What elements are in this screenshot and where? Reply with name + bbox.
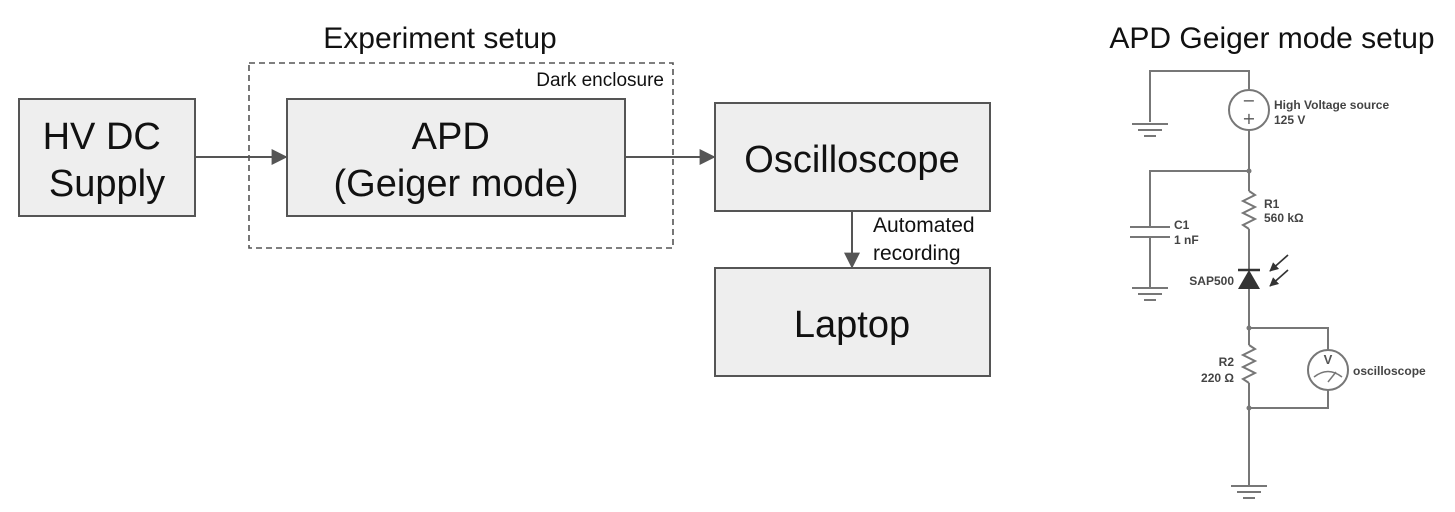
photon-arrows-icon bbox=[1269, 254, 1289, 287]
ground-symbol-cap bbox=[1132, 287, 1168, 301]
r1-value-label: 560 kΩ bbox=[1264, 211, 1304, 225]
apd-box bbox=[286, 98, 626, 217]
diode-name-label: SAP500 bbox=[1189, 274, 1234, 288]
resistor-r2 bbox=[1240, 344, 1258, 384]
r2-name-label: R2 bbox=[1219, 355, 1235, 369]
oscilloscope-meter: V bbox=[1307, 349, 1349, 391]
source-name-label: High Voltage source bbox=[1274, 98, 1389, 112]
capacitor-c1 bbox=[1130, 226, 1170, 238]
dark-enclosure-label: Dark enclosure bbox=[536, 70, 664, 91]
source-plus-sign: + bbox=[1242, 109, 1255, 128]
meter-wire bbox=[1249, 327, 1329, 409]
capacitor-branch-wire bbox=[1149, 170, 1249, 226]
apd-label: APD (Geiger mode) bbox=[334, 116, 579, 205]
circuit-diagram: APD Geiger mode setup − + High Voltage s… bbox=[1109, 22, 1435, 499]
source-ground-wire bbox=[1149, 70, 1250, 122]
meter-name-label: oscilloscope bbox=[1353, 364, 1426, 378]
ground-symbol-top bbox=[1132, 123, 1168, 137]
source-minus-sign: − bbox=[1242, 91, 1255, 110]
high-voltage-source: − + bbox=[1228, 89, 1270, 131]
apd-diode bbox=[1238, 268, 1260, 289]
meter-symbol: V bbox=[1324, 352, 1333, 367]
circuit-title: APD Geiger mode setup bbox=[1109, 22, 1434, 55]
dark-enclosure-border bbox=[248, 62, 674, 249]
r1-name-label: R1 bbox=[1264, 197, 1280, 211]
source-value-label: 125 V bbox=[1274, 113, 1305, 127]
automated-recording-label: Automated recording bbox=[873, 214, 980, 265]
oscilloscope-label: Oscilloscope bbox=[744, 139, 959, 181]
ground-symbol-bottom bbox=[1231, 485, 1267, 499]
experiment-setup-title: Experiment setup bbox=[323, 22, 556, 55]
oscilloscope-box bbox=[714, 102, 991, 212]
laptop-label: Laptop bbox=[794, 304, 910, 346]
resistor-r1 bbox=[1240, 190, 1258, 230]
r2-value-label: 220 Ω bbox=[1201, 371, 1234, 385]
block-diagram: Experiment setup Dark enclosure HV DC Su… bbox=[18, 22, 991, 377]
hv-supply-label: HV DC Supply bbox=[43, 116, 172, 205]
c1-name-label: C1 bbox=[1174, 218, 1190, 232]
c1-value-label: 1 nF bbox=[1174, 233, 1199, 247]
laptop-box bbox=[714, 267, 991, 377]
